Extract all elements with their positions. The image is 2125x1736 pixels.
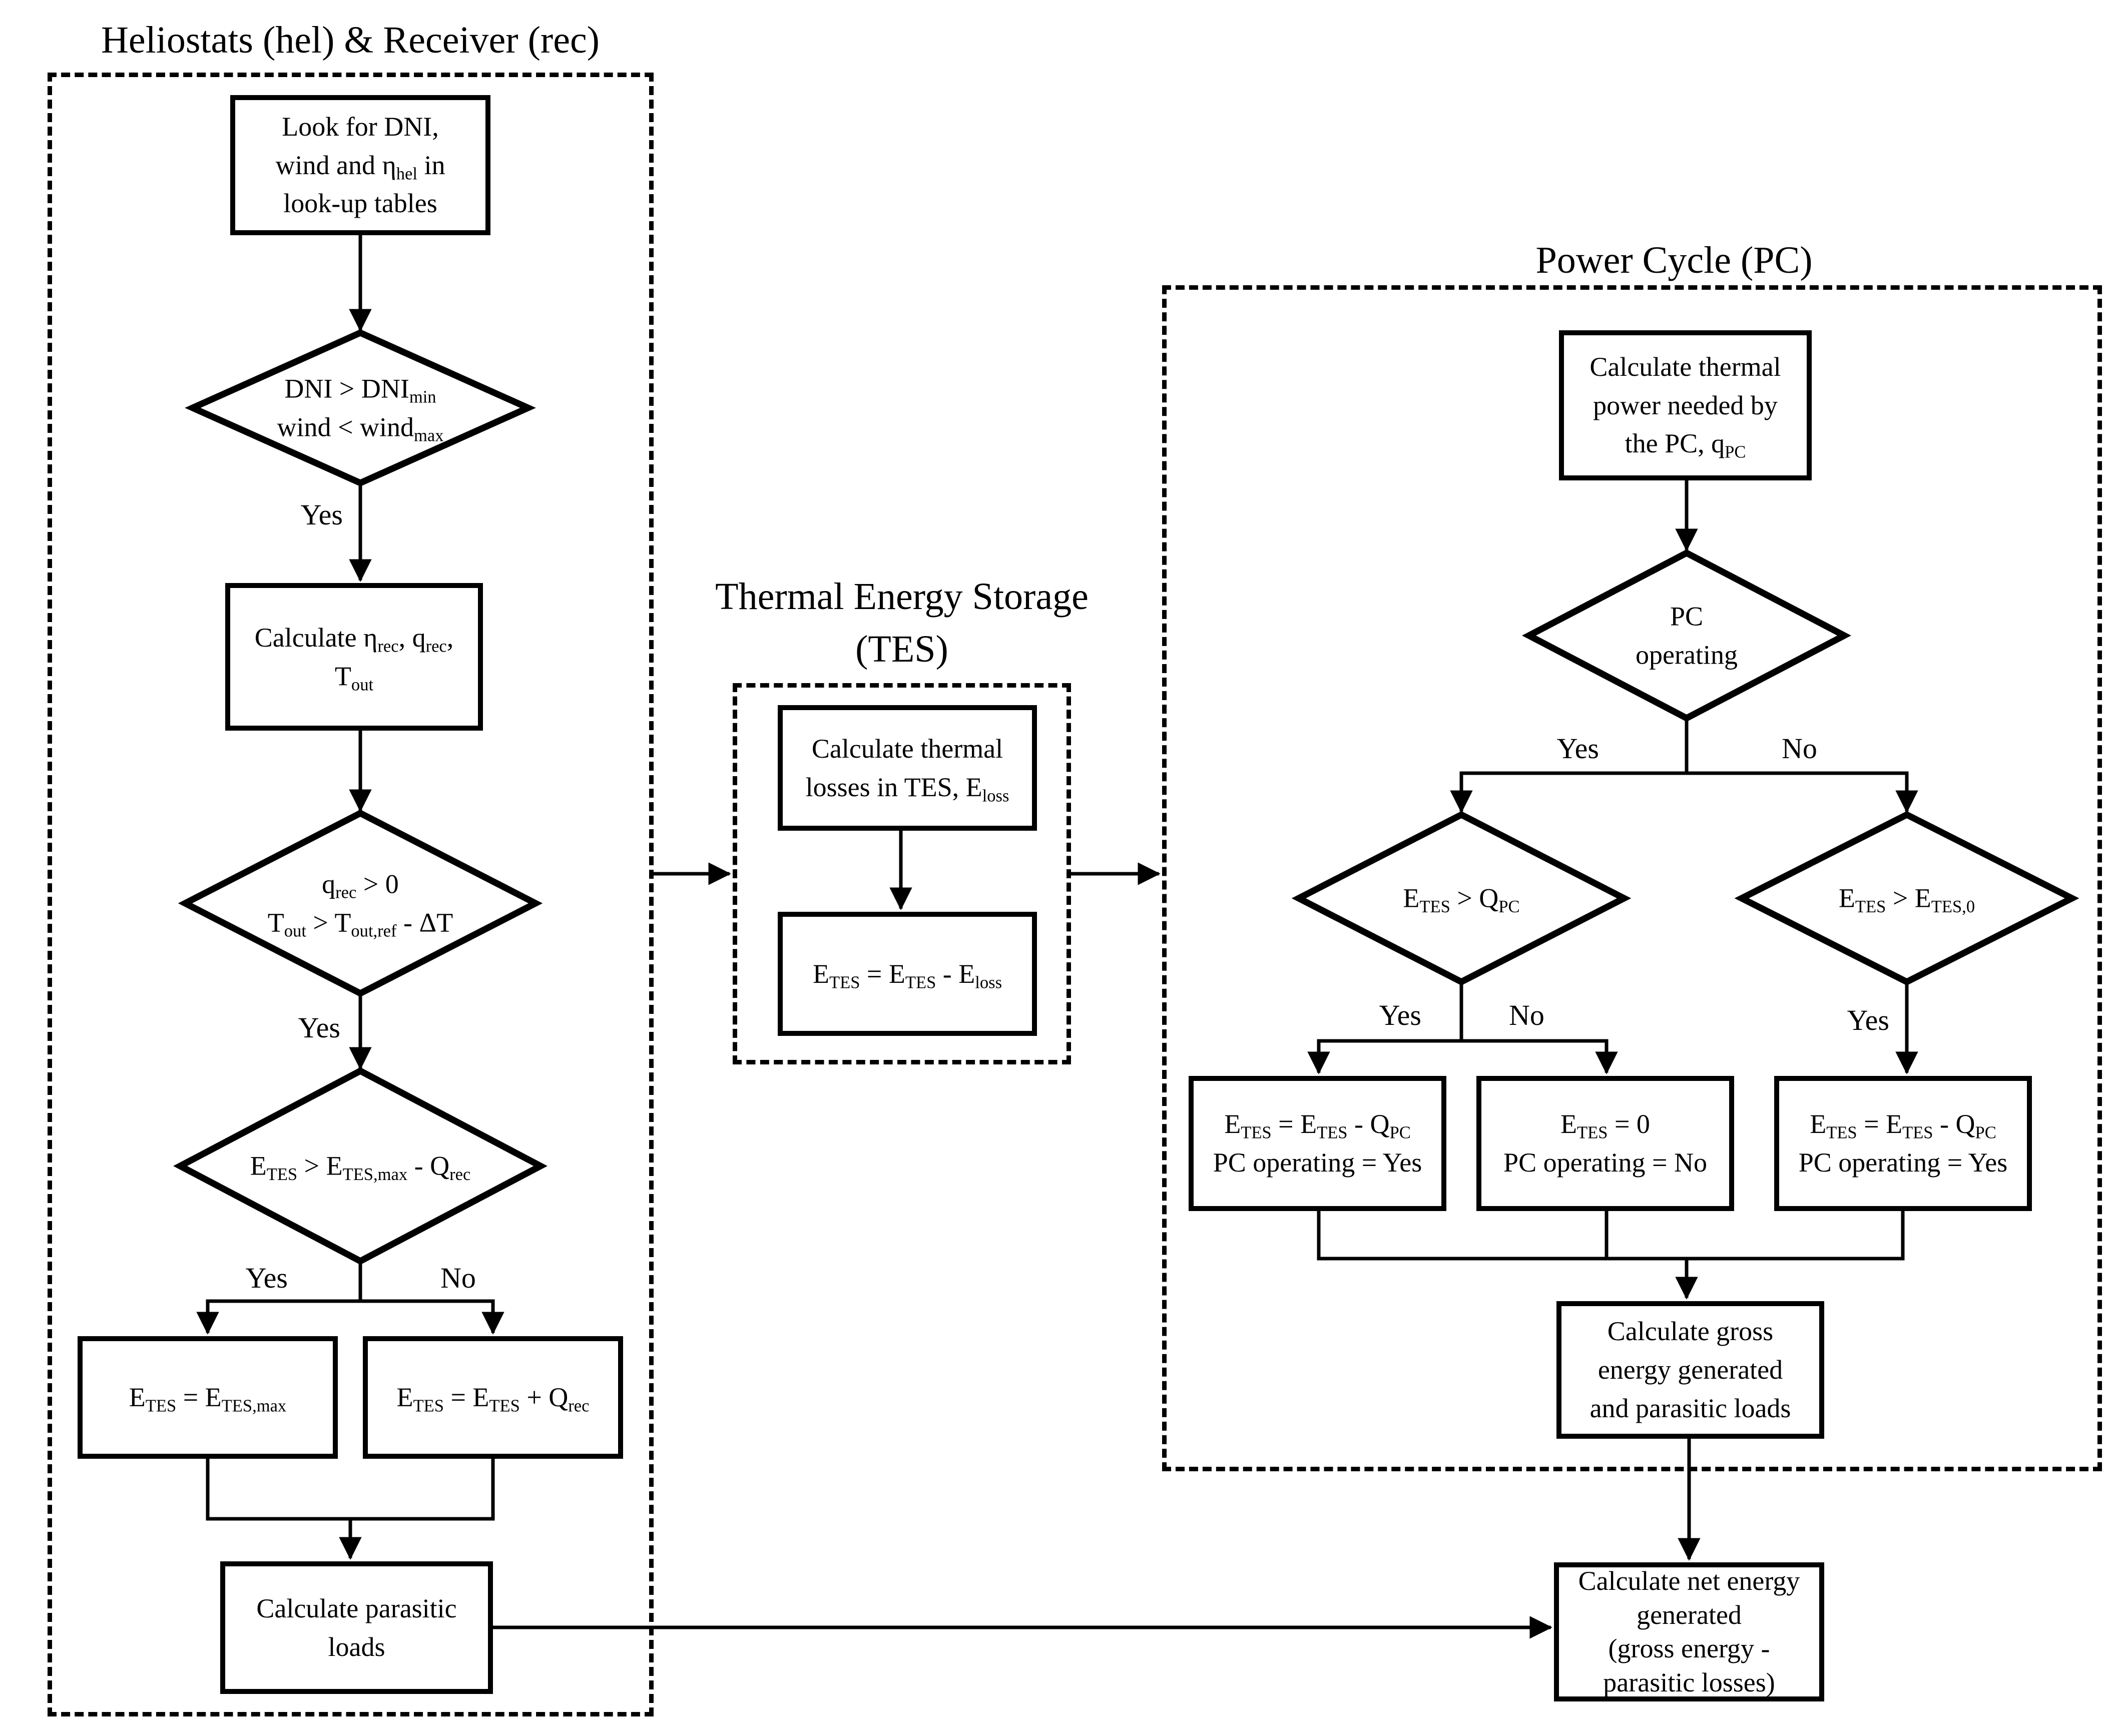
dni-yes-label: Yes bbox=[300, 498, 343, 531]
etes-etes0-decision-diamond bbox=[1734, 811, 2079, 986]
calc-receiver-box: Calculate ηrec, qrec,Tout bbox=[225, 583, 483, 731]
etes-max-decision-diamond bbox=[173, 1067, 548, 1265]
etes-etes0-yes-label: Yes bbox=[1847, 1004, 1889, 1036]
etes-set-max-box: ETES = ETES,max bbox=[78, 1336, 338, 1459]
etes-etes0-decision-label: ETES > ETES,0 bbox=[1838, 883, 1975, 917]
tes-section-title-line2: (TES) bbox=[855, 628, 948, 670]
tes-section-title-line1: Thermal Energy Storage bbox=[715, 575, 1089, 618]
tes-section-frame bbox=[733, 683, 1071, 1064]
etes-qpc-decision-label: ETES > QPC bbox=[1403, 883, 1520, 917]
decision-diamonds bbox=[173, 329, 2079, 1265]
flow-lines bbox=[196, 233, 1918, 1639]
pc-operating-yes-label: Yes bbox=[1556, 732, 1599, 765]
dni-wind-decision-diamond bbox=[185, 329, 536, 487]
tes-update-box: ETES = ETES - Eloss bbox=[778, 912, 1037, 1036]
etes-qpc-no-label: No bbox=[1509, 999, 1544, 1031]
heliostats-section-title: Heliostats (hel) & Receiver (rec) bbox=[101, 19, 600, 61]
etes-qpc-yes-label: Yes bbox=[1379, 999, 1421, 1031]
etes-qpc-decision-diamond bbox=[1291, 811, 1632, 986]
etes-add-qrec-box: ETES = ETES + Qrec bbox=[363, 1336, 623, 1459]
heliostats-receiver-section-frame bbox=[48, 73, 654, 1716]
qrec-yes-label: Yes bbox=[298, 1011, 340, 1044]
power-cycle-section-title: Power Cycle (PC) bbox=[1535, 239, 1813, 281]
pc-operating-decision-diamond bbox=[1521, 549, 1852, 722]
etes-max-decision-label: ETES > ETES,max - Qrec bbox=[250, 1150, 471, 1185]
pc-operating-no-label: No bbox=[1782, 732, 1817, 765]
qrec-tout-decision-diamond bbox=[178, 809, 543, 997]
etes-max-no-label: No bbox=[440, 1262, 476, 1294]
power-cycle-section-frame bbox=[1162, 285, 2102, 1471]
etes-max-yes-label: Yes bbox=[245, 1262, 288, 1294]
